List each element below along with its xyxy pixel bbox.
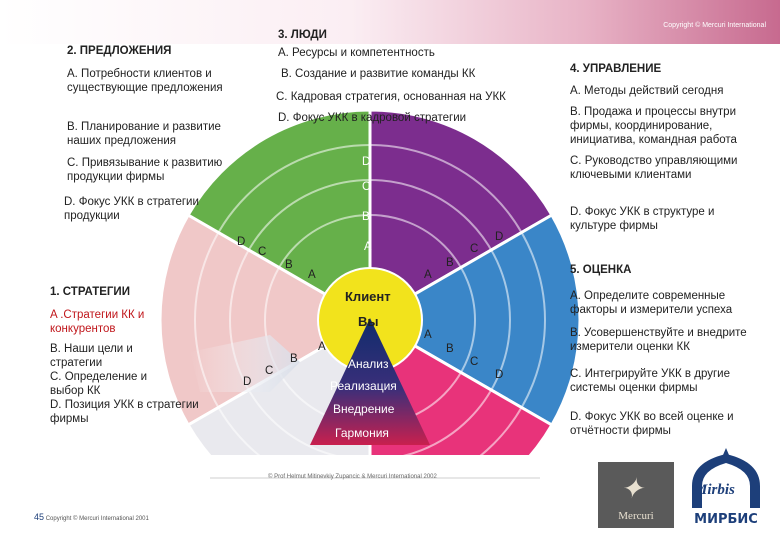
management-item-b2: фирмы, координирование, bbox=[570, 120, 713, 132]
evaluation-item-c1: C. Интегрируйте УКК в другие bbox=[570, 368, 730, 380]
people-sector bbox=[368, 108, 554, 323]
strategy-arrow bbox=[190, 335, 300, 392]
pyramid-level-2: Реализация bbox=[330, 379, 397, 393]
people-item-b: B. Создание и развитие команды КК bbox=[281, 68, 476, 80]
offers-title: 2. ПРЕДЛОЖЕНИЯ bbox=[67, 45, 172, 57]
wheel-rings bbox=[150, 144, 590, 540]
people-item-c: C. Кадровая стратегия, основанная на УКК bbox=[276, 91, 506, 103]
offers-item-d1: D. Фокус УКК в стратегии bbox=[64, 196, 199, 208]
mercuri-logo: ✦ Mercuri bbox=[598, 462, 674, 528]
management-item-d1: D. Фокус УКК в структуре и bbox=[570, 206, 715, 218]
pink-letter-b: B bbox=[446, 343, 454, 355]
blue-letter-a: A bbox=[424, 269, 432, 281]
copyright-top: Copyright © Mercuri International bbox=[663, 22, 766, 29]
offers-item-b2: наших предложения bbox=[67, 135, 177, 147]
pyramid-level-4: Гармония bbox=[335, 426, 389, 440]
pyramid bbox=[310, 318, 430, 445]
management-item-b3: инициатива, командная работа bbox=[570, 134, 737, 146]
management-item-a: A. Методы действий сегодня bbox=[570, 85, 724, 97]
wheel-copyright: © Prof Helmut Mitinevkiy Zupancic & Merc… bbox=[268, 474, 437, 480]
evaluation-title: 5. ОЦЕНКА bbox=[570, 264, 632, 276]
pink-letter-d: D bbox=[495, 369, 504, 381]
strategy-title: 1. СТРАТЕГИИ bbox=[50, 286, 130, 298]
offers-item-c1: C. Привязывание к развитию bbox=[67, 157, 223, 169]
evaluation-item-b1: B. Усовершенствуйте и внедрите bbox=[570, 327, 747, 339]
top-banner: Copyright © Mercuri International bbox=[0, 0, 780, 44]
mirbis-name-text: МИРБИС bbox=[694, 512, 758, 527]
offers-item-d2: продукции bbox=[64, 210, 120, 222]
management-item-c1: C. Руководство управляющими bbox=[570, 155, 738, 167]
green-letter-d: D bbox=[237, 236, 246, 248]
offers-sector bbox=[186, 108, 372, 323]
purple-letter-a: A bbox=[364, 241, 372, 253]
people-item-a: A. Ресурсы и компетентность bbox=[278, 47, 435, 59]
wheel-bottom-mask bbox=[150, 455, 590, 540]
strategy-item-d1: D. Позиция УКК в стратегии bbox=[50, 399, 199, 411]
evaluation-item-d2: отчётности фирмы bbox=[570, 425, 671, 437]
purple-letter-b: B bbox=[362, 211, 370, 223]
offers-item-c2: продукции фирмы bbox=[67, 171, 165, 183]
evaluation-item-b2: измерители оценки КК bbox=[570, 341, 690, 353]
management-title: 4. УПРАВЛЕНИЕ bbox=[570, 63, 662, 75]
strategy-item-c2: выбор КК bbox=[50, 385, 101, 397]
page-number: 45 bbox=[34, 512, 45, 522]
left-letter-d: D bbox=[243, 376, 252, 388]
people-title: 3. ЛЮДИ bbox=[278, 29, 327, 41]
evaluation-item-c2: системы оценки фирмы bbox=[570, 382, 698, 394]
people-item-d: D. Фокус УКК в кадровой стратегии bbox=[278, 112, 467, 124]
mirbis-dome-icon bbox=[692, 448, 760, 508]
offers-item-a1: A. Потребности клиентов и bbox=[67, 68, 212, 80]
purple-letter-c: C bbox=[362, 181, 371, 193]
pink-letter-a: A bbox=[424, 329, 432, 341]
footer-copyright: 45 Copyright © Mercuri International 200… bbox=[34, 512, 149, 522]
left-letter-a: A bbox=[318, 341, 326, 353]
management-item-b1: B. Продажа и процессы внутри bbox=[570, 106, 737, 118]
offers-item-b1: B. Планирование и развитие bbox=[67, 121, 221, 133]
green-letter-a: A bbox=[308, 269, 316, 281]
blue-letter-b: B bbox=[446, 257, 454, 269]
mercuri-mark-icon: ✦ bbox=[620, 474, 644, 505]
blue-letter-d: D bbox=[495, 231, 504, 243]
evaluation-item-d1: D. Фокус УКК во всей оценке и bbox=[570, 411, 734, 423]
strategy-item-a2: конкурентов bbox=[50, 323, 116, 335]
strategy-item-d2: фирмы bbox=[50, 413, 89, 425]
pyramid-level-3: Внедрение bbox=[333, 402, 395, 416]
pyramid-level-1: Анализ bbox=[348, 357, 389, 371]
mercuri-logo-text: Mercuri bbox=[618, 510, 654, 522]
management-item-d2: культуре фирмы bbox=[570, 220, 658, 232]
strategy-item-a1: A .Стратегии КК и bbox=[50, 309, 145, 321]
mirbis-logo: Mirbis МИРБИС bbox=[680, 448, 772, 530]
green-letter-b: B bbox=[285, 259, 293, 271]
strategy-item-b2: стратегии bbox=[50, 357, 103, 369]
center-client-label: Клиент bbox=[345, 289, 391, 304]
mirbis-script-text: Mirbis bbox=[694, 482, 735, 498]
blue-letter-c: C bbox=[470, 243, 479, 255]
left-letter-b: B bbox=[290, 353, 298, 365]
center-you-label: Вы bbox=[358, 314, 379, 329]
purple-letter-d: D bbox=[362, 156, 371, 168]
evaluation-item-a2: факторы и измерители успеха bbox=[570, 304, 733, 316]
left-letter-c: C bbox=[265, 365, 274, 377]
pink-letter-c: C bbox=[470, 356, 479, 368]
green-letter-c: C bbox=[258, 246, 267, 258]
evaluation-item-a1: A. Определите современные bbox=[570, 290, 726, 302]
management-item-c2: ключевыми клиентами bbox=[570, 169, 692, 181]
strategy-item-c1: C. Определение и bbox=[50, 371, 148, 383]
strategy-item-b1: B. Наши цели и bbox=[50, 343, 133, 355]
offers-item-a2: существующие предложения bbox=[67, 82, 223, 94]
